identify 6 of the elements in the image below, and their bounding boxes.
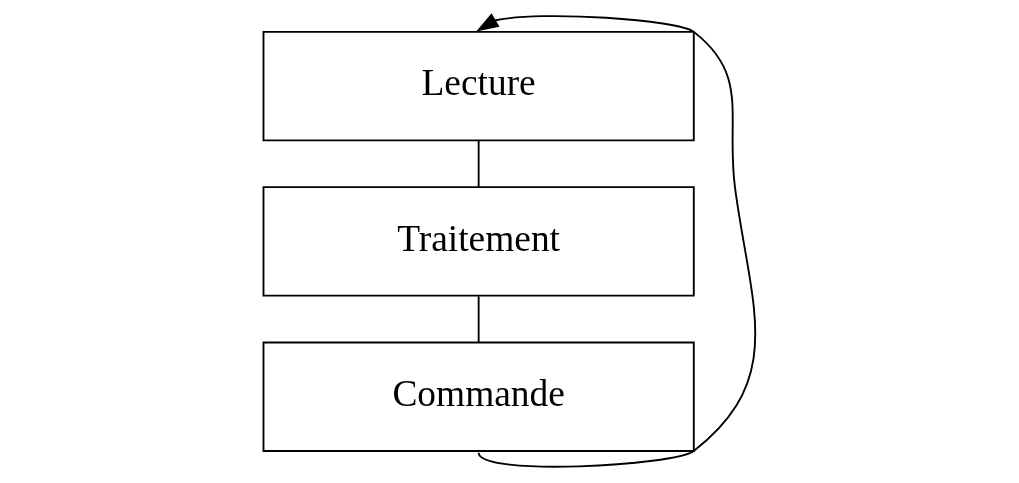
node-box: Traitement <box>262 186 695 297</box>
arrow <box>476 13 757 468</box>
node-box: Lecture <box>262 30 695 142</box>
connector <box>477 140 480 188</box>
connector <box>477 295 480 344</box>
node-box: Commande <box>262 341 695 452</box>
